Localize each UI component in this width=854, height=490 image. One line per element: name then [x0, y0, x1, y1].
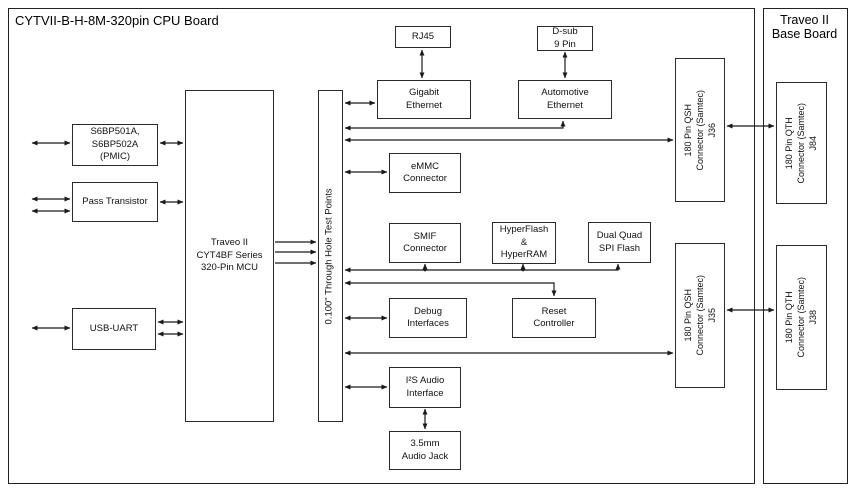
block-i2s-audio-interface: I²S Audio Interface — [389, 367, 461, 408]
block-audio-jack: 3.5mm Audio Jack — [389, 431, 461, 470]
block-smif-connector: SMIF Connector — [389, 223, 461, 263]
block-emmc-connector: eMMC Connector — [389, 153, 461, 193]
connector-j38-label: 180 Pin QTH Connector (Samtec) J38 — [784, 277, 819, 358]
block-pmic: S6BP501A, S6BP502A (PMIC) — [72, 124, 158, 166]
block-reset-controller: Reset Controller — [512, 298, 596, 338]
block-automotive-ethernet: Automotive Ethernet — [518, 80, 612, 119]
block-connector-j38: 180 Pin QTH Connector (Samtec) J38 — [776, 245, 827, 390]
test-points-label: 0.100" Through Hole Test Points — [324, 187, 336, 325]
block-dsub-9pin: D-sub 9 Pin — [537, 26, 593, 51]
block-dual-quad-spi-flash: Dual Quad SPI Flash — [588, 222, 651, 263]
base-board-title: Traveo II Base Board — [771, 13, 838, 41]
block-usb-uart: USB-UART — [72, 308, 156, 350]
block-rj45: RJ45 — [395, 26, 451, 48]
block-connector-j36: 180 Pin QSH Connector (Samtec) J36 — [675, 58, 725, 202]
block-debug-interfaces: Debug Interfaces — [389, 298, 467, 338]
connector-j35-label: 180 Pin QSH Connector (Samtec) J35 — [682, 275, 718, 356]
block-hyperflash-hyperram: HyperFlash & HyperRAM — [492, 222, 556, 264]
block-pass-transistor: Pass Transistor — [72, 182, 158, 222]
connector-j84-label: 180 Pin QTH Connector (Samtec) J84 — [784, 102, 819, 184]
block-connector-j84: 180 Pin QTH Connector (Samtec) J84 — [776, 82, 827, 204]
block-test-points: 0.100" Through Hole Test Points — [318, 90, 343, 422]
block-mcu: Traveo II CYT4BF Series 320-Pin MCU — [185, 90, 274, 422]
connector-j36-label: 180 Pin QSH Connector (Samtec) J36 — [682, 89, 718, 171]
cpu-board-title: CYTVII-B-H-8M-320pin CPU Board — [15, 13, 219, 28]
block-connector-j35: 180 Pin QSH Connector (Samtec) J35 — [675, 243, 725, 388]
block-gigabit-ethernet: Gigabit Ethernet — [377, 80, 471, 119]
